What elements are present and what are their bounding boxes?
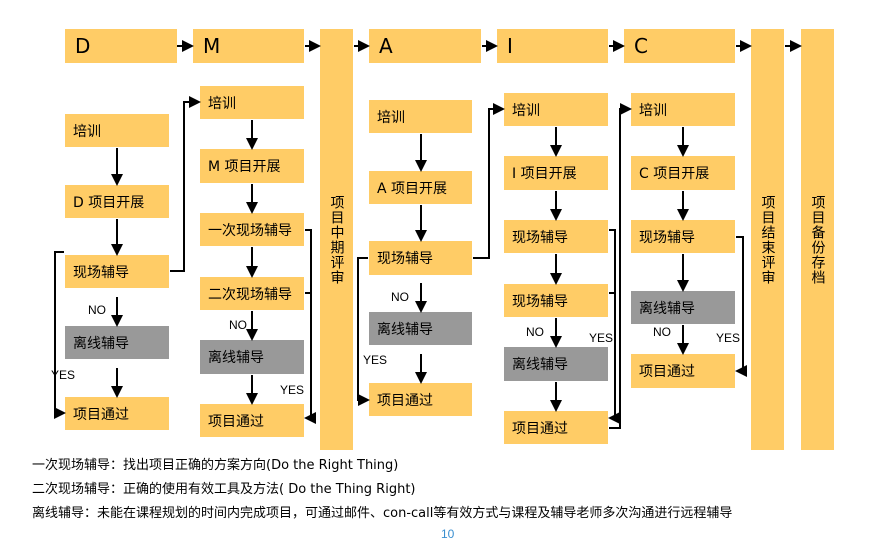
c-start: C 项目开展: [631, 156, 735, 190]
i-onsite1: 现场辅导: [504, 220, 608, 253]
a-yes-label: YES: [363, 353, 388, 367]
d-train: 培训: [65, 114, 169, 147]
m-no-label: NO: [229, 318, 247, 332]
c-no-label: NO: [653, 325, 671, 339]
note-onsite1: 一次现场辅导：找出项目正确的方案方向(Do the Right Thing): [32, 458, 399, 473]
i-train: 培训: [504, 93, 608, 126]
i-offline: 离线辅导: [504, 347, 608, 381]
d-no-label: NO: [88, 303, 106, 317]
c-pass: 项目通过: [631, 354, 735, 388]
note-onsite2: 二次现场辅导：正确的使用有效工具及方法( Do the Thing Right): [32, 482, 416, 497]
m-onsite2: 二次现场辅导: [200, 277, 304, 310]
d-pass: 项目通过: [65, 397, 169, 430]
phase-i: I: [497, 29, 608, 63]
i-onsite2: 现场辅导: [504, 284, 608, 317]
mid-review: 项目中期评审: [320, 29, 353, 450]
a-start: A 项目开展: [369, 171, 472, 204]
d-onsite: 现场辅导: [65, 255, 169, 288]
a-offline: 离线辅导: [369, 312, 472, 345]
c-train: 培训: [631, 93, 735, 126]
a-no-label: NO: [391, 290, 409, 304]
c-yes-label: YES: [716, 331, 741, 345]
phase-a: A: [369, 29, 481, 63]
phase-d: D: [65, 29, 177, 63]
d-start: D 项目开展: [65, 185, 169, 218]
a-pass: 项目通过: [369, 383, 472, 416]
m-train: 培训: [200, 86, 304, 119]
d-offline: 离线辅导: [65, 326, 169, 359]
m-yes-label: YES: [280, 383, 305, 397]
m-pass: 项目通过: [200, 404, 304, 437]
c-offline: 离线辅导: [631, 291, 735, 324]
m-onsite1: 一次现场辅导: [200, 213, 304, 246]
end-review: 项目结束评审: [751, 29, 784, 450]
archive: 项目备份存档: [801, 29, 834, 450]
phase-m: M: [193, 29, 304, 63]
i-pass: 项目通过: [504, 411, 608, 444]
i-start: I 项目开展: [504, 156, 608, 190]
m-start: M 项目开展: [200, 149, 304, 183]
note-offline: 离线辅导：未能在课程规划的时间内完成项目，可通过邮件、con-call等有效方式…: [32, 506, 733, 521]
page-number: 10: [441, 527, 455, 541]
i-yes-label: YES: [589, 331, 614, 345]
m-offline: 离线辅导: [200, 340, 304, 374]
a-onsite: 现场辅导: [369, 241, 472, 275]
phase-c: C: [624, 29, 735, 63]
i-no-label: NO: [526, 325, 544, 339]
c-onsite: 现场辅导: [631, 220, 735, 253]
d-yes-label: YES: [51, 368, 76, 382]
a-train: 培训: [369, 100, 472, 133]
